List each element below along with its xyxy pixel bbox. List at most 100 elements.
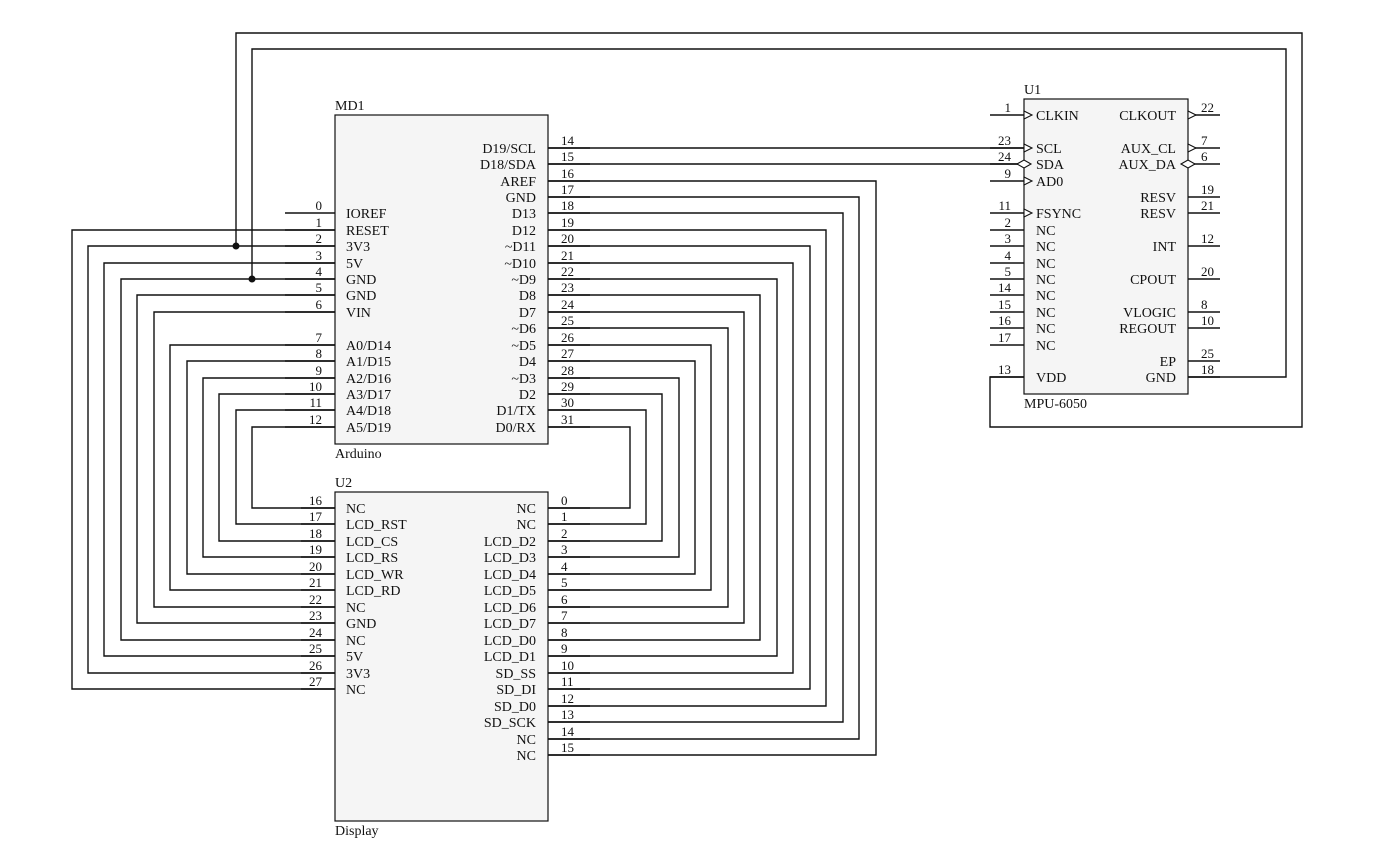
wire-gnd-nc [120, 278, 335, 641]
md1-pin-number: 29 [561, 379, 574, 394]
u2-pin-number: 15 [561, 740, 574, 755]
u1-pin-number: 4 [1005, 248, 1012, 263]
wire-digital-6 [548, 278, 778, 657]
u1-pin-name: NC [1036, 339, 1055, 354]
md1-pin-number: 31 [561, 412, 574, 427]
md1-pin-name: D13 [512, 207, 536, 222]
u2-pin-number: 9 [561, 641, 568, 656]
md1-pin-name: A0/D14 [346, 339, 391, 354]
wire-digital-9 [548, 327, 729, 608]
md1-pin-number: 21 [561, 248, 574, 263]
wire-a0-lcd-rd [169, 344, 335, 591]
wire-gnd [136, 294, 335, 624]
wire-a1-lcd-wr [186, 360, 335, 575]
md1-pin-name: A1/D15 [346, 355, 391, 370]
md1-pin-name: D7 [519, 306, 536, 321]
wire-digital-2 [548, 212, 844, 723]
wire-a5-nc [251, 426, 335, 509]
md1-value-label: Arduino [335, 447, 382, 462]
md1-pin-number: 30 [561, 395, 574, 410]
u2-pin-number: 5 [561, 575, 568, 590]
u2-pin-name: LCD_D3 [484, 551, 536, 566]
md1-pin-name: GND [346, 289, 376, 304]
components: MD1Arduino0IOREF1RESET23V335V4GND5GND6VI… [285, 83, 1220, 839]
md1-pin-number: 8 [316, 346, 323, 361]
u2-pin-number: 3 [561, 542, 568, 557]
md1-pin-name: VIN [346, 306, 371, 321]
u1-component: U1MPU-60501CLKIN23SCL24SDA9AD011FSYNC2NC… [990, 83, 1220, 412]
u1-input-arrow [1023, 143, 1034, 153]
u1-pin-number: 22 [1201, 100, 1214, 115]
md1-pin-name: A3/D17 [346, 388, 391, 403]
u2-body [334, 491, 549, 822]
u2-pin-name: GND [346, 617, 376, 632]
u2-pin-number: 20 [309, 559, 322, 574]
u2-pin-number: 23 [309, 608, 322, 623]
u2-pin-name: LCD_D5 [484, 584, 536, 599]
u1-output-arrow [1187, 143, 1198, 153]
u1-pin-name: NC [1036, 322, 1055, 337]
md1-pin-number: 20 [561, 231, 574, 246]
u1-pin-number: 14 [998, 280, 1012, 295]
md1-pin-number: 25 [561, 313, 574, 328]
u1-pin-name: CLKOUT [1119, 109, 1176, 124]
u2-pin-number: 21 [309, 575, 322, 590]
wire-5v [103, 262, 335, 657]
u2-pin-number: 19 [309, 542, 322, 557]
wire-digital-5 [548, 262, 794, 674]
u2-pin-name: SD_DI [496, 683, 536, 698]
md1-pin-number: 5 [316, 280, 323, 295]
md1-pin-number: 15 [561, 149, 574, 164]
u1-pin-name: NC [1036, 273, 1055, 288]
u1-pin-name: NC [1036, 289, 1055, 304]
u1-pin-name: VLOGIC [1123, 306, 1176, 321]
u2-pin-name: SD_SCK [484, 716, 536, 731]
u1-pin-name: FSYNC [1036, 207, 1081, 222]
md1-pin-name: ~D11 [505, 240, 536, 255]
u2-pin-name: LCD_D0 [484, 634, 536, 649]
md1-pin-number: 4 [316, 264, 323, 279]
md1-pin-number: 6 [316, 297, 323, 312]
md1-pin-number: 7 [316, 330, 323, 345]
md1-pin-number: 16 [561, 166, 575, 181]
u2-pin-name: LCD_CS [346, 535, 398, 550]
u1-pin-name: CLKIN [1036, 109, 1079, 124]
u2-pin-name: NC [346, 634, 365, 649]
u2-pin-name: 3V3 [346, 667, 370, 682]
u2-pin-number: 22 [309, 592, 322, 607]
u1-pin-name: NC [1036, 240, 1055, 255]
u1-pin-name: NC [1036, 306, 1055, 321]
md1-pin-name: ~D6 [511, 322, 536, 337]
md1-pin-name: ~D9 [511, 273, 536, 288]
u2-pin-number: 0 [561, 493, 568, 508]
md1-component: MD1Arduino0IOREF1RESET23V335V4GND5GND6VI… [285, 99, 590, 462]
wire-reset-nc [71, 229, 335, 690]
md1-pin-number: 2 [316, 231, 323, 246]
md1-pin-name: ~D10 [504, 257, 536, 272]
md1-pin-number: 3 [316, 248, 323, 263]
u2-pin-number: 27 [309, 674, 323, 689]
u2-pin-name: SD_SS [496, 667, 536, 682]
u1-pin-number: 19 [1201, 182, 1214, 197]
u2-pin-number: 24 [309, 625, 323, 640]
u1-input-arrow [1023, 176, 1034, 186]
u1-pin-number: 8 [1201, 297, 1208, 312]
md1-pin-number: 1 [316, 215, 323, 230]
md1-pin-name: IOREF [346, 207, 387, 222]
u2-pin-name: SD_D0 [494, 700, 536, 715]
u1-pin-number: 12 [1201, 231, 1214, 246]
md1-pin-number: 28 [561, 363, 574, 378]
u1-pin-number: 21 [1201, 198, 1214, 213]
u1-bidir-arrow [1179, 159, 1197, 169]
u1-pin-name: CPOUT [1130, 273, 1176, 288]
md1-pin-number: 0 [316, 198, 323, 213]
md1-pin-name: D8 [519, 289, 536, 304]
u2-pin-number: 13 [561, 707, 574, 722]
u2-component: U2Display16NC17LCD_RST18LCD_CS19LCD_RS20… [301, 476, 590, 839]
md1-pin-number: 9 [316, 363, 323, 378]
u1-pin-number: 1 [1005, 100, 1012, 115]
u1-output-arrow [1187, 110, 1198, 120]
u1-pin-number: 17 [998, 330, 1012, 345]
u1-pin-number: 16 [998, 313, 1012, 328]
u2-pin-number: 11 [561, 674, 574, 689]
